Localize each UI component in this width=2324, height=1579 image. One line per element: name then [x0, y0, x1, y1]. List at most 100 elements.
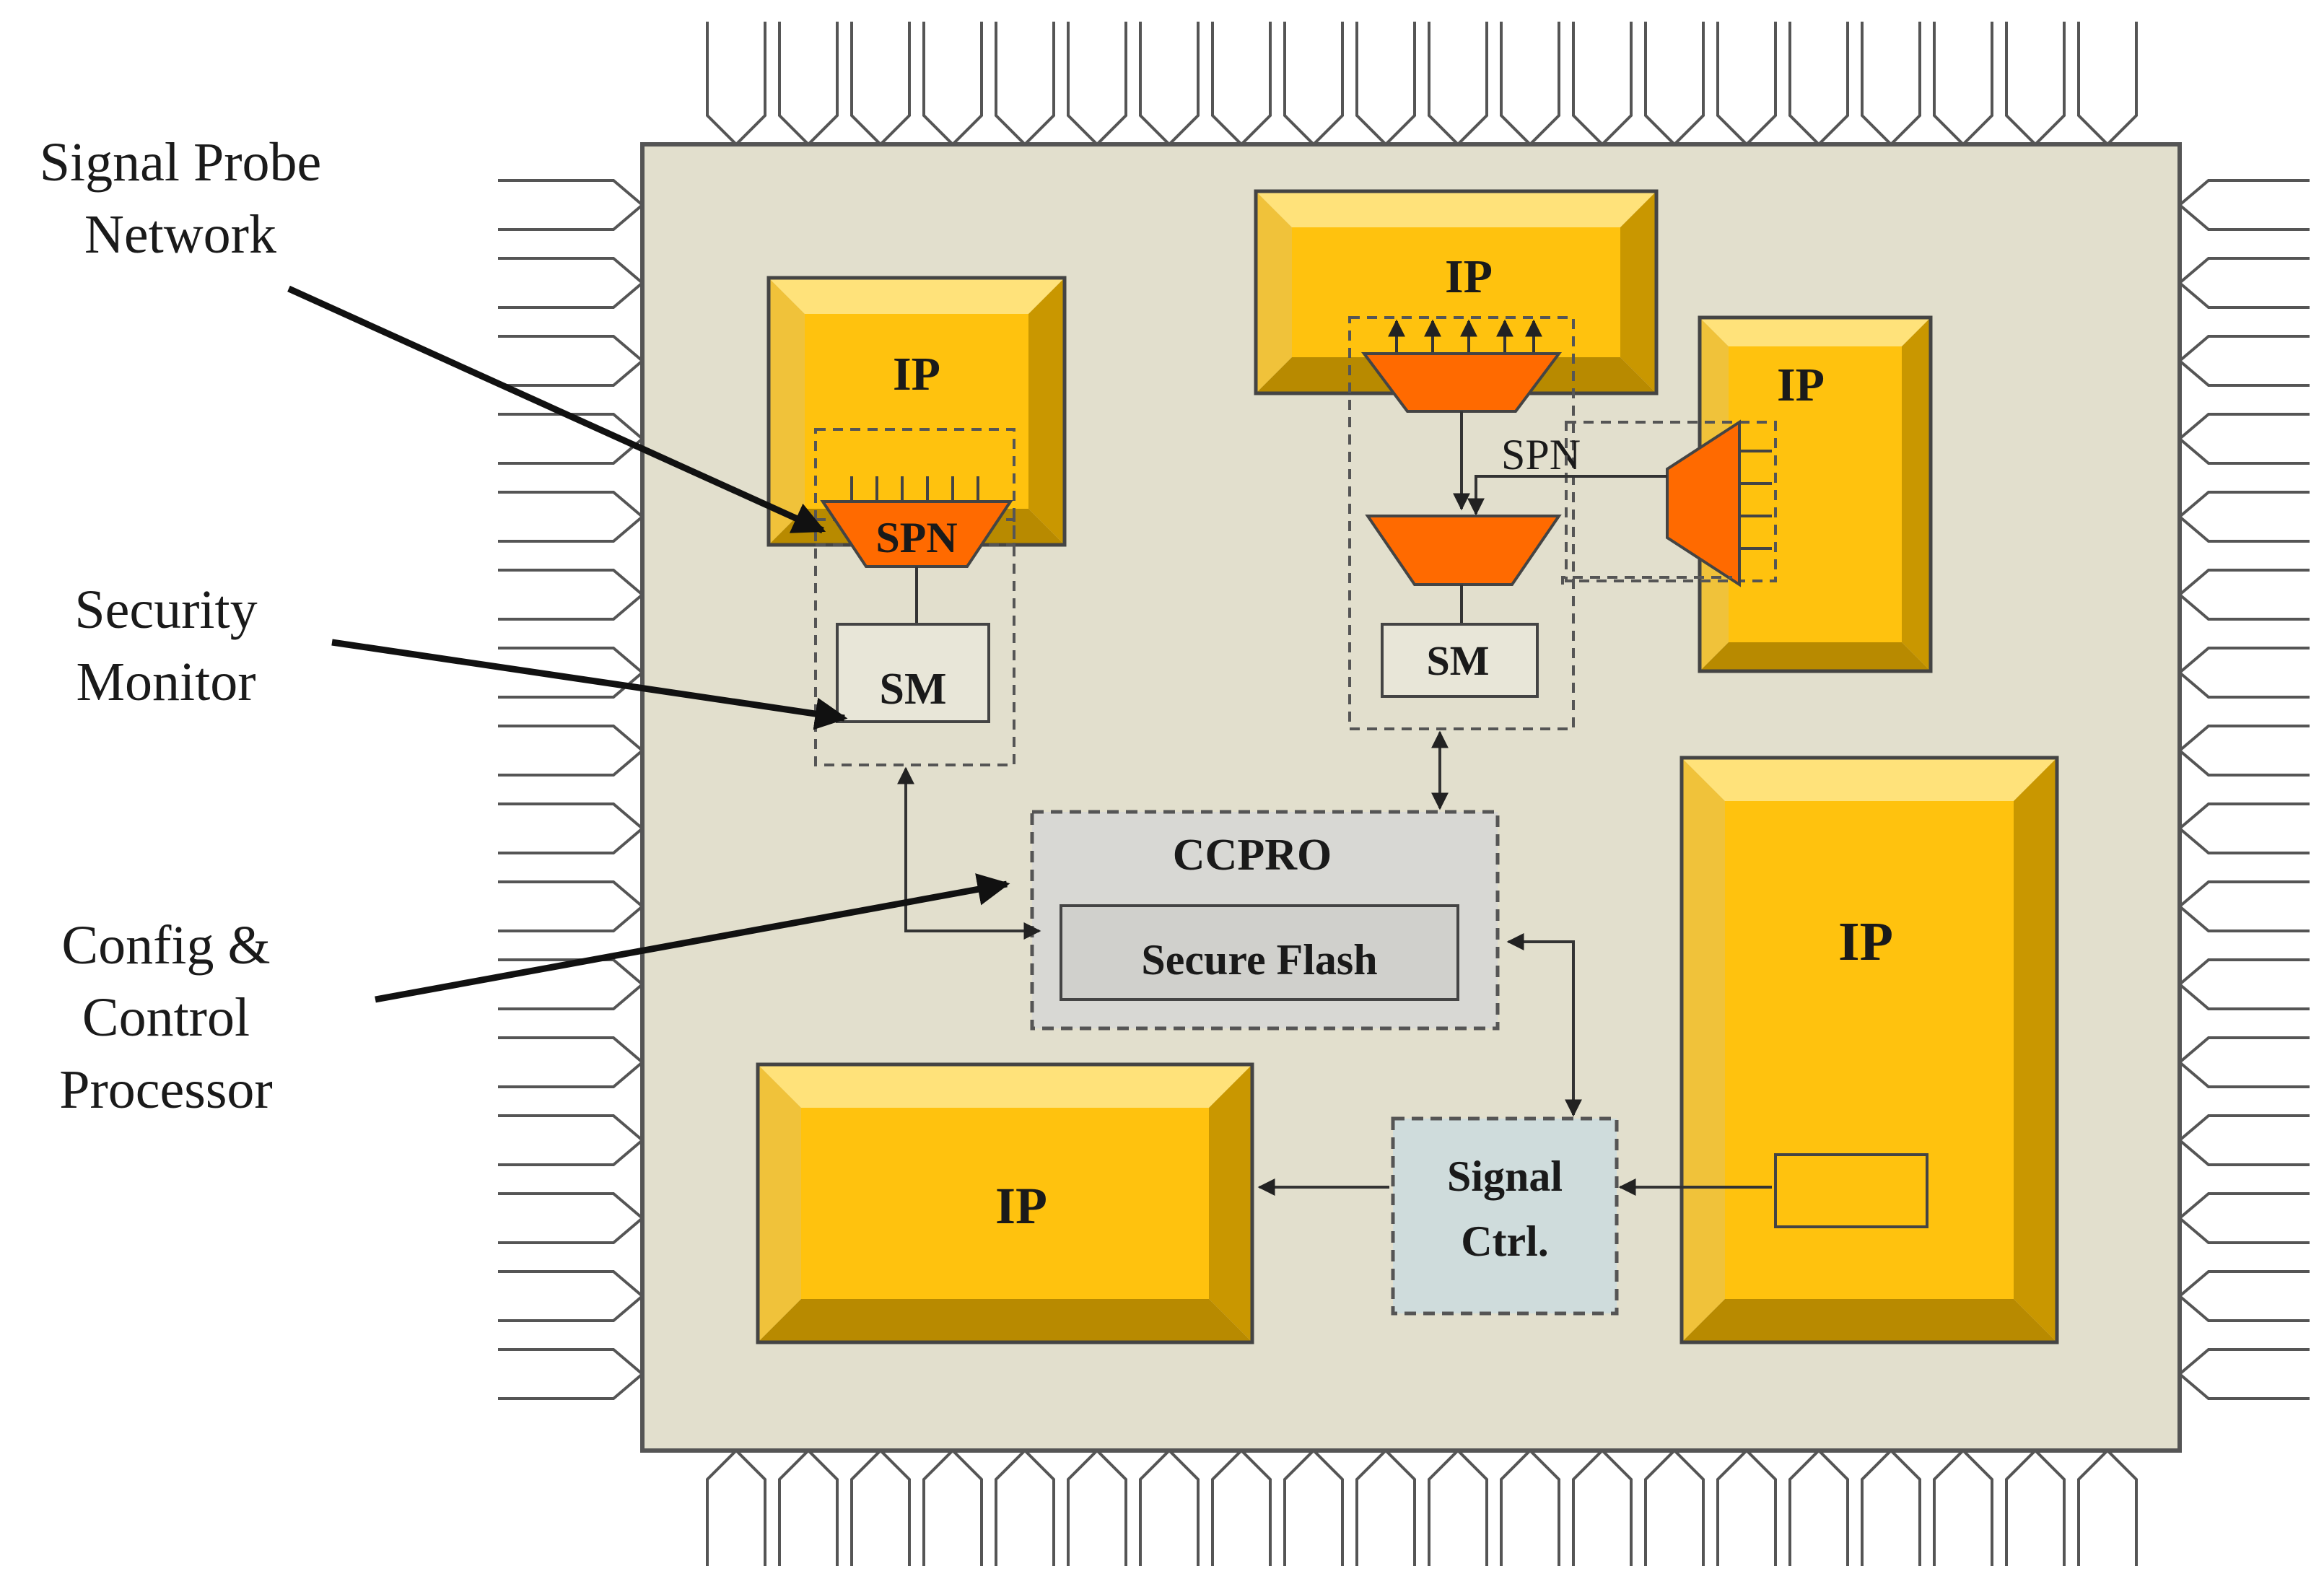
sm-label-center: SM [1427, 637, 1490, 684]
package-pin [498, 802, 645, 854]
package-pin [1861, 1448, 1921, 1566]
spn-mux-left [820, 500, 1013, 568]
package-pin [1067, 22, 1127, 146]
callout-spn-line1: Signal Probe [40, 132, 322, 193]
package-pin [2177, 725, 2310, 777]
package-pin [1428, 1448, 1488, 1566]
pins-left [498, 179, 645, 1400]
ip-label: IP [1838, 911, 1893, 972]
callout-ccp-line3: Processor [59, 1059, 273, 1120]
package-pin [2177, 647, 2310, 699]
spn-mux-right [1666, 419, 1741, 587]
spn-label-center: SPN [1501, 431, 1581, 478]
package-pin [498, 257, 645, 309]
package-pin [498, 725, 645, 777]
package-pin [1788, 1448, 1849, 1566]
package-pin [995, 1448, 1055, 1566]
ip-label: IP [1777, 359, 1825, 411]
spn-region-right [1565, 421, 1777, 582]
ip-label: IP [995, 1177, 1047, 1235]
package-pin [498, 179, 645, 231]
package-pin [2177, 958, 2310, 1010]
security-monitor-center [1381, 623, 1539, 698]
package-pin [498, 491, 645, 543]
package-pin [1500, 1448, 1560, 1566]
callout-spn-line2: Network [84, 204, 276, 265]
package-pin [995, 22, 1055, 146]
callout-sm-line1: Security [74, 579, 257, 640]
package-pin [922, 22, 983, 146]
package-pin [1283, 22, 1344, 146]
package-pin [1933, 1448, 1993, 1566]
package-pin [498, 1270, 645, 1322]
package-pin [2177, 413, 2310, 465]
ip-label: IP [1445, 250, 1493, 303]
ip-block-bottom-left: IP [756, 1062, 1254, 1344]
package-pin [2177, 802, 2310, 854]
package-pin [1644, 22, 1705, 146]
package-pin [850, 22, 911, 146]
package-pin [498, 880, 645, 932]
package-pin [1933, 22, 1993, 146]
package-pin [706, 1448, 766, 1566]
package-pin [1067, 1448, 1127, 1566]
package-pin [1355, 1448, 1416, 1566]
signal-source-box [1774, 1153, 1928, 1228]
package-pin [850, 1448, 911, 1566]
package-pin [1716, 22, 1777, 146]
package-pin [2177, 1270, 2310, 1322]
pins-top [706, 22, 2138, 146]
secure-flash-label: Secure Flash [1141, 936, 1377, 984]
package-pin [498, 1114, 645, 1166]
package-pin [778, 22, 839, 146]
interconnects [897, 730, 1772, 1196]
package-pin [2177, 1036, 2310, 1088]
package-pin [1644, 1448, 1705, 1566]
package-pin [1716, 1448, 1777, 1566]
package-pin [778, 1448, 839, 1566]
package-pin [2177, 491, 2310, 543]
package-pin [498, 1348, 645, 1400]
secure-flash-box [1060, 904, 1459, 1001]
package-pin [1211, 22, 1272, 146]
probe-ticks-right [1739, 450, 1772, 550]
package-pin [498, 569, 645, 621]
ip-label: IP [893, 348, 940, 401]
package-pin [1139, 1448, 1200, 1566]
package-pin [1283, 1448, 1344, 1566]
spn-label-left: SPN [875, 514, 957, 561]
spn-mux-center-bottom [1365, 515, 1562, 586]
callout-ccp-line1: Config & [61, 915, 270, 976]
package-pin [2177, 257, 2310, 309]
security-monitor-left [836, 623, 990, 723]
package-pin [2177, 1192, 2310, 1244]
package-pin [2177, 569, 2310, 621]
package-pin [2005, 1448, 2066, 1566]
callout-sm-line2: Monitor [76, 652, 255, 712]
callout-ccp-line2: Control [82, 987, 250, 1048]
package-pin [922, 1448, 983, 1566]
signal-ctrl-box [1391, 1116, 1619, 1316]
ip-block-top-center: IP [1254, 189, 1659, 395]
sm-label-left: SM [880, 665, 947, 714]
package-pin [1572, 1448, 1633, 1566]
package-pin [1211, 1448, 1272, 1566]
package-pin [2177, 880, 2310, 932]
package-pin [498, 1192, 645, 1244]
package-pin [1428, 22, 1488, 146]
package-pin [2077, 1448, 2138, 1566]
package-pin [498, 1036, 645, 1088]
package-pin [498, 335, 645, 387]
ip-block-right-tall: IP [1679, 756, 2059, 1344]
pins-right [2177, 179, 2310, 1400]
package-pin [2177, 1114, 2310, 1166]
package-pin [2177, 1348, 2310, 1400]
package-pin [1861, 22, 1921, 146]
sm-region-left [814, 518, 1015, 766]
package-pin [2177, 335, 2310, 387]
package-pin [706, 22, 766, 146]
spn-mux-center-top [1361, 352, 1562, 413]
callout-arrows [287, 285, 1010, 1003]
package-pin [1788, 22, 1849, 146]
package-pin [1572, 22, 1633, 146]
